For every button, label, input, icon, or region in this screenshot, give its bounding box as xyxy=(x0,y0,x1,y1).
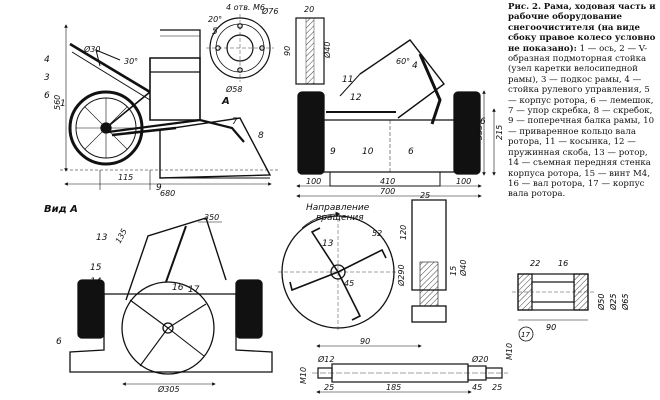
svg-text:13: 13 xyxy=(322,239,334,249)
svg-text:4: 4 xyxy=(412,61,418,71)
svg-text:4: 4 xyxy=(44,55,50,65)
dim-front-100a: 100 xyxy=(306,177,321,186)
dim-bot-135: 135 xyxy=(114,227,129,245)
dim-front-410: 410 xyxy=(380,177,395,186)
rotation-label-2: вращения xyxy=(316,213,364,223)
dim-bush-50: Ø50 xyxy=(596,294,606,311)
dim-front-215: 215 xyxy=(495,125,504,140)
svg-text:7: 7 xyxy=(232,117,238,127)
dim-bush-65: Ø65 xyxy=(620,294,630,311)
dim-side-angle: 30° xyxy=(124,57,138,66)
dim-rotor-290: Ø290 xyxy=(396,264,406,287)
bushing-view: 17 22 16 90 Ø50 Ø25 Ø65 xyxy=(512,259,630,342)
dim-shaft-12: Ø12 xyxy=(317,354,334,364)
caption-heading: Рама, ходовая часть и рабочие оборудован… xyxy=(508,2,656,54)
caption-fig-label: Рис. 2. xyxy=(508,2,542,12)
side-arrow-a: А xyxy=(221,96,230,107)
svg-text:6: 6 xyxy=(408,147,414,157)
dim-shaft-20: Ø20 xyxy=(471,354,488,364)
dim-bush-16: 16 xyxy=(558,259,568,268)
svg-text:17: 17 xyxy=(188,285,200,295)
dim-flange-d2: Ø58 xyxy=(225,84,242,94)
svg-text:11: 11 xyxy=(342,75,353,85)
side-scraper xyxy=(159,117,272,179)
svg-text:15: 15 xyxy=(90,263,102,273)
dim-rotor-25: 25 xyxy=(420,191,430,200)
dim-front-355: 355 xyxy=(475,125,484,140)
side-hopper xyxy=(149,57,201,121)
svg-text:9: 9 xyxy=(330,147,336,157)
dim-bush-22: 22 xyxy=(530,259,540,268)
svg-text:1: 1 xyxy=(60,99,66,109)
dim-side-height: 560 xyxy=(53,95,62,110)
dim-rotor-40: Ø40 xyxy=(458,260,468,277)
dim-flange-20: 20 xyxy=(304,5,314,14)
technical-drawing: 560 680 115 Ø30 30° А 4 3 6 1 5 7 8 9 Ø7… xyxy=(44,3,514,394)
svg-text:14: 14 xyxy=(90,277,102,287)
dim-bush-90: 90 xyxy=(546,323,556,332)
dim-shaft-m10b: М10 xyxy=(505,343,514,360)
dim-front-700: 700 xyxy=(380,187,395,196)
dim-flange-90: 90 xyxy=(283,46,292,56)
dim-bot-350: 350 xyxy=(204,213,219,222)
svg-text:6: 6 xyxy=(56,337,62,347)
svg-text:3: 3 xyxy=(44,73,50,83)
shaft-view xyxy=(312,363,508,383)
svg-text:13: 13 xyxy=(96,233,108,243)
dim-shaft-185: 185 xyxy=(386,383,401,392)
dim-flange-holes: 4 отв. М6 xyxy=(226,3,265,12)
svg-text:6: 6 xyxy=(44,91,50,101)
svg-text:16: 16 xyxy=(172,283,184,293)
dim-flange-phi40: Ø40 xyxy=(322,42,332,59)
view-a-label: Вид А xyxy=(44,204,78,215)
svg-text:12: 12 xyxy=(350,93,362,103)
flange-view xyxy=(206,14,325,85)
side-view xyxy=(60,29,280,179)
svg-text:9: 9 xyxy=(156,183,162,193)
svg-text:6: 6 xyxy=(480,117,486,127)
dim-front-100b: 100 xyxy=(456,177,471,186)
dim-shaft-90: 90 xyxy=(360,337,370,346)
dim-flange-d: Ø76 xyxy=(261,6,278,16)
dim-rotor-15: 15 xyxy=(449,266,458,276)
rotation-label-1: Направление xyxy=(306,203,370,213)
dim-bush-25: Ø25 xyxy=(608,294,618,311)
rotor-view xyxy=(278,199,447,332)
dim-flange-angle: 20° xyxy=(208,15,222,24)
dim-shaft-m10a: М10 xyxy=(299,367,308,384)
front-view xyxy=(297,39,481,187)
svg-text:10: 10 xyxy=(362,147,374,157)
dim-shaft-45: 45 xyxy=(472,383,482,392)
dim-shaft-25b: 25 xyxy=(492,383,502,392)
dim-side-length: 680 xyxy=(160,189,175,198)
dim-front-60: 60° xyxy=(396,57,410,66)
dim-side-phi30: Ø30 xyxy=(83,44,100,54)
dim-bot-305: Ø305 xyxy=(157,384,180,394)
view-a xyxy=(69,217,273,375)
svg-text:8: 8 xyxy=(258,131,264,141)
detail-17-label: 17 xyxy=(521,331,530,339)
dim-shaft-25a: 25 xyxy=(324,383,334,392)
dim-rotor-120: 120 xyxy=(399,225,408,240)
dim-rotor-52: 52 xyxy=(372,229,382,238)
figure-caption: Рис. 2. Рама, ходовая часть и рабочие об… xyxy=(508,2,658,332)
dim-side-115: 115 xyxy=(118,173,133,182)
dim-rotor-45: 45 xyxy=(344,279,354,288)
caption-body: 1 — ось, 2 — V-образная подмоторная стой… xyxy=(508,43,655,200)
